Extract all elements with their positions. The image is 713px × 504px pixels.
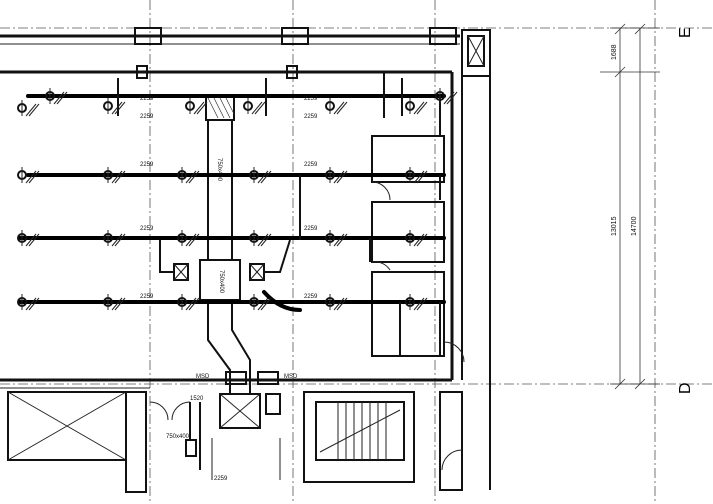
- duct-label: 2259: [140, 162, 154, 168]
- ceiling-diffuser-icon: [177, 230, 200, 247]
- msd-label: MSD: [284, 374, 298, 380]
- duct-runs: [18, 72, 446, 356]
- duct-label: 1520: [190, 396, 204, 402]
- duct-label: 2259: [304, 162, 318, 168]
- ceiling-diffuser-icon: [243, 98, 266, 115]
- ceiling-diffuser-icon: [45, 88, 68, 105]
- ceiling-diffuser-icon: [177, 294, 200, 311]
- fan-coil-icon: [173, 263, 189, 281]
- duct-label: 2259: [214, 476, 228, 482]
- duct-label: 2259: [140, 226, 154, 232]
- ceiling-diffuser-icon: [325, 294, 348, 311]
- duct-label: 2259: [140, 96, 154, 102]
- ceiling-diffuser-icon: [325, 230, 348, 247]
- duct-label: 750x400: [218, 270, 224, 294]
- ceiling-diffuser-icon: [17, 100, 40, 117]
- dimension-text: 14700: [631, 216, 638, 236]
- duct-label: 2259: [304, 96, 318, 102]
- ceiling-diffuser-icon: [435, 88, 458, 105]
- ceiling-diffuser-icon: [249, 230, 272, 247]
- central-ductwork: [159, 95, 302, 480]
- duct-labels: 2259 2259 2259 2259 2259 2259 2259 2259 …: [140, 96, 318, 482]
- ceiling-diffuser-icon: [177, 167, 200, 184]
- ceiling-diffuser-icon: [17, 230, 40, 247]
- ceiling-diffuser-icon: [103, 167, 126, 184]
- duct-label: 2259: [304, 294, 318, 300]
- ceiling-diffuser-icon: [405, 230, 428, 247]
- diffusers: [17, 88, 458, 311]
- dimension-text: 1688: [611, 44, 618, 60]
- duct-label: 2259: [304, 226, 318, 232]
- ceiling-diffuser-icon: [405, 98, 428, 115]
- duct-label: 750x400: [166, 434, 190, 440]
- duct-label: 2259: [140, 294, 154, 300]
- ceiling-diffuser-icon: [103, 230, 126, 247]
- duct-label: 2259: [304, 114, 318, 120]
- ceiling-diffuser-icon: [405, 294, 428, 311]
- dimension-lines: 1688 13015 14700: [600, 23, 660, 390]
- duct-label: 750x400: [216, 158, 222, 182]
- ceiling-diffuser-icon: [249, 167, 272, 184]
- ceiling-diffuser-icon: [405, 167, 428, 184]
- fan-coil-icon: [249, 263, 265, 281]
- ceiling-diffuser-icon: [17, 294, 40, 311]
- ceiling-diffuser-icon: [249, 294, 272, 311]
- ceiling-diffuser-icon: [325, 167, 348, 184]
- ceiling-diffuser-icon: [103, 98, 126, 115]
- ceiling-diffuser-icon: [17, 167, 40, 184]
- duct-label: 2259: [140, 114, 154, 120]
- msd-label: MSD: [196, 374, 210, 380]
- dimension-text: 13015: [611, 216, 618, 236]
- ceiling-diffuser-icon: [103, 294, 126, 311]
- core-area: [7, 391, 463, 493]
- stair-icon: [319, 402, 401, 460]
- ceiling-diffuser-icon: [185, 98, 208, 115]
- grid-label-bottom: D: [677, 382, 694, 394]
- grid-label-top: E: [677, 27, 694, 38]
- ceiling-diffuser-icon: [325, 98, 348, 115]
